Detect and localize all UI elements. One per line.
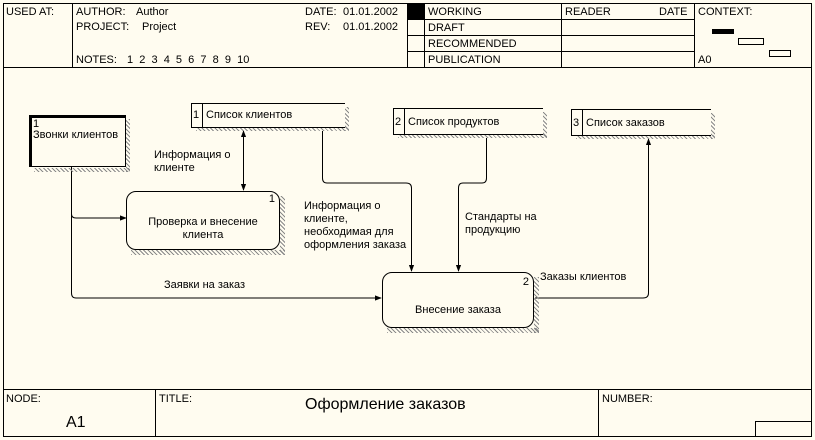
data-store-orders[interactable]: 3 Список заказов	[571, 109, 711, 136]
process1-shadow-bottom	[131, 250, 285, 255]
external-shadow-bottom	[34, 168, 130, 172]
store3-shadow-right	[711, 113, 715, 139]
node-value: A1	[66, 414, 86, 431]
store-label: Список заказов	[586, 117, 665, 129]
notes-label: NOTES:	[76, 54, 117, 66]
flow-client-info-for-order	[322, 131, 415, 272]
process2-shadow-right	[534, 277, 539, 333]
process1-shadow-right	[280, 196, 285, 255]
used-at-label: USED AT:	[6, 6, 55, 18]
process2-shadow-bottom	[387, 328, 539, 333]
external-entity-calls[interactable]: 1 Звонки клиентов	[29, 115, 126, 167]
flow-calls-to-process1	[71, 166, 127, 221]
context-label: CONTEXT:	[698, 6, 753, 18]
flow-label-product-standards: Стандарты на продукцию	[465, 211, 537, 236]
rev-label: REV:	[305, 21, 331, 33]
flow-product-standards	[455, 138, 487, 272]
notes-value: 1 2 3 4 5 6 7 8 9 10	[127, 54, 250, 66]
store2-shadow-right	[543, 112, 547, 138]
store-label: Список продуктов	[408, 116, 500, 128]
external-shadow-right	[126, 119, 130, 172]
date-value: 01.01.2002	[343, 6, 399, 18]
status-working: WORKING	[428, 6, 482, 18]
store-number: 1	[193, 109, 200, 121]
process-label: Внесение заказа	[415, 304, 501, 316]
context-node: A0	[698, 54, 712, 66]
store-label: Список клиентов	[206, 109, 293, 121]
process-enter-order[interactable]: 2 Внесение заказа	[382, 272, 534, 328]
store1-shadow-right	[345, 107, 349, 131]
status-draft: DRAFT	[428, 22, 465, 34]
date-label: DATE:	[305, 6, 337, 18]
store2-shadow	[398, 134, 547, 138]
store1-shadow	[196, 127, 349, 131]
project-value: Project	[142, 21, 177, 33]
node-label: NODE:	[6, 393, 41, 405]
status-recommended: RECOMMENDED	[428, 38, 517, 50]
store-number: 3	[573, 117, 580, 129]
flow-label-order-requests: Заявки на заказ	[164, 279, 246, 291]
flow-order-requests	[71, 214, 382, 301]
project-label: PROJECT:	[76, 21, 130, 33]
store3-shadow	[576, 135, 715, 139]
process-number: 2	[522, 276, 529, 288]
title-label: TITLE:	[159, 393, 193, 405]
number-label: NUMBER:	[602, 393, 653, 405]
external-entity-label: Звонки клиентов	[33, 129, 119, 141]
process-check-client[interactable]: 1 Проверка и внесение клиента	[126, 191, 280, 250]
status-publication: PUBLICATION	[428, 54, 501, 66]
data-store-clients[interactable]: 1 Список клиентов	[191, 103, 345, 128]
flow-label-client-info: Информация о клиенте	[154, 149, 231, 174]
process-label: Проверка и внесение клиента	[148, 216, 258, 241]
reader-date-label: DATE	[659, 6, 688, 18]
reader-label: READER	[565, 6, 611, 18]
data-store-products[interactable]: 2 Список продуктов	[393, 108, 543, 135]
flow-label-client-orders: Заказы клиентов	[540, 271, 627, 283]
rev-value: 01.01.2002	[343, 21, 399, 33]
process-number: 1	[268, 193, 275, 205]
store-number: 2	[395, 116, 402, 128]
author-value: Author	[136, 6, 169, 18]
page-title: Оформление заказов	[305, 396, 466, 413]
flow-client-orders	[535, 138, 652, 299]
author-label: AUTHOR:	[76, 6, 126, 18]
external-entity-number: 1	[33, 118, 40, 130]
flow-label-client-info-for-order: Информация о клиенте, необходимая для оф…	[304, 200, 407, 251]
